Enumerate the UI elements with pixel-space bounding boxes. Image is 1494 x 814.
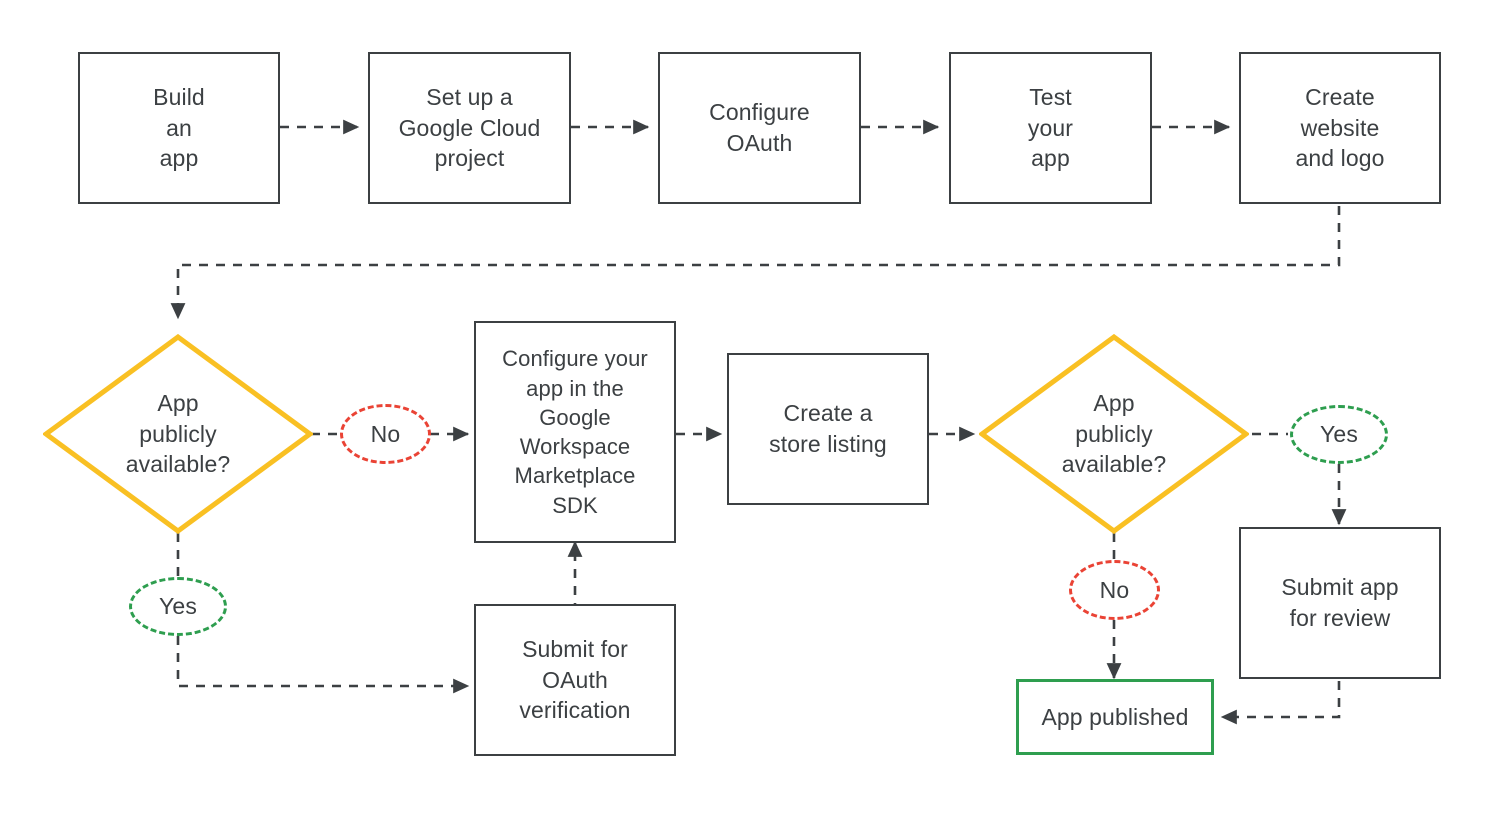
node-label: App published — [1041, 703, 1189, 730]
node-configure-oauth[interactable]: Configure OAuth — [658, 52, 861, 204]
edge-review-to-published — [1220, 681, 1341, 725]
edge-label-no-2: No — [1069, 560, 1160, 620]
node-label: App publicly available? — [1061, 390, 1167, 478]
edge-label-yes-2: Yes — [1290, 405, 1388, 464]
node-app-published[interactable]: App published — [1016, 679, 1214, 755]
node-label: Build an app — [153, 84, 205, 172]
node-label: Create a store listing — [769, 400, 887, 457]
node-label: Configure OAuth — [709, 99, 810, 156]
edge-label-text: No — [370, 420, 401, 447]
node-configure-sdk[interactable]: Configure your app in the Google Workspa… — [474, 321, 676, 543]
edge-label-no-1: No — [340, 404, 431, 464]
node-label: Configure your app in the Google Workspa… — [502, 346, 648, 518]
node-label: Submit app for review — [1281, 574, 1399, 631]
node-test-your-app[interactable]: Test your app — [949, 52, 1152, 204]
node-decision-app-publicly-available-2[interactable]: App publicly available? — [979, 334, 1249, 534]
node-label: Test your app — [1027, 84, 1074, 172]
edge-create-to-decision1 — [170, 206, 1341, 320]
edge-label-text: Yes — [1319, 421, 1359, 447]
node-label: App publicly available? — [125, 390, 231, 478]
edge-label-yes-1: Yes — [129, 577, 227, 636]
node-build-an-app[interactable]: Build an app — [78, 52, 280, 204]
diamond-shape — [979, 334, 1249, 534]
node-create-website-and-logo[interactable]: Create website and logo — [1239, 52, 1441, 204]
diamond-shape — [43, 334, 313, 534]
edge-yes-to-submit-oauth — [176, 636, 470, 694]
node-set-up-project[interactable]: Set up a Google Cloud project — [368, 52, 571, 204]
node-label: Set up a Google Cloud project — [398, 84, 541, 172]
node-label: Submit for OAuth verification — [519, 636, 631, 724]
edge-label-text: Yes — [158, 593, 198, 619]
node-decision-app-publicly-available-1[interactable]: App publicly available? — [43, 334, 313, 534]
node-submit-app-for-review[interactable]: Submit app for review — [1239, 527, 1441, 679]
node-create-store-listing[interactable]: Create a store listing — [727, 353, 929, 505]
node-submit-for-oauth-verification[interactable]: Submit for OAuth verification — [474, 604, 676, 756]
edge-label-text: No — [1099, 576, 1130, 603]
node-label: Create website and logo — [1295, 84, 1385, 172]
